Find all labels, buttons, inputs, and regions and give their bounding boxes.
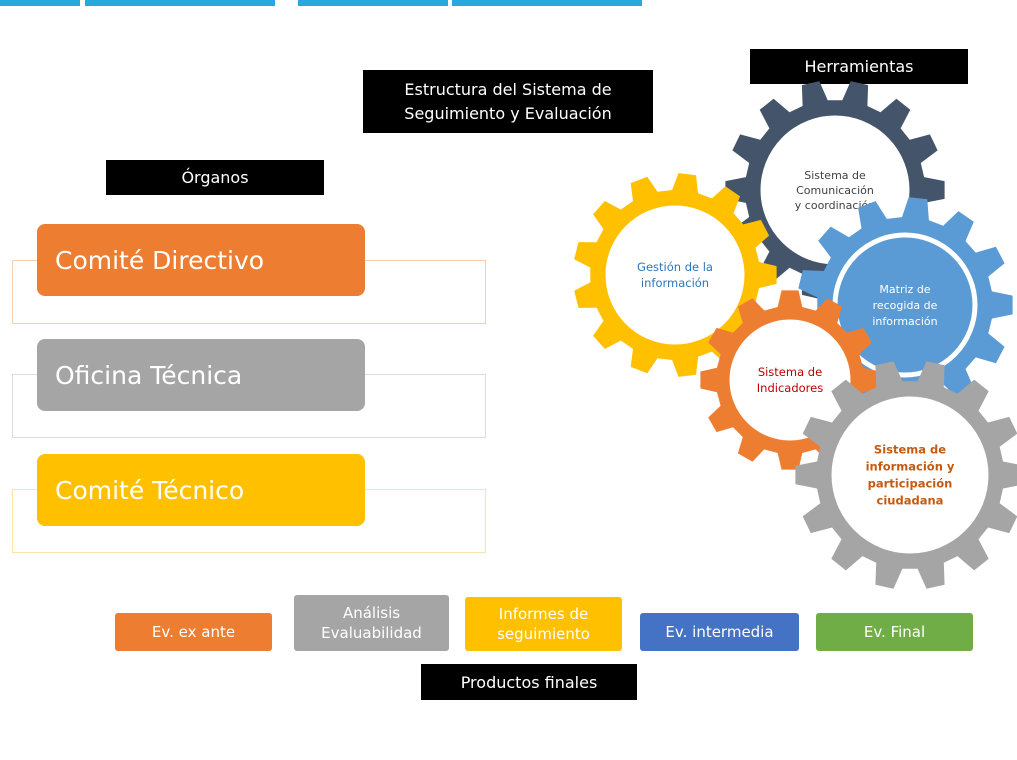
gear-label-line: Gestión de la [637, 260, 713, 274]
gear-label-line: participación [868, 477, 953, 491]
producto-label-line-2: seguimiento [497, 625, 590, 643]
organo-oficina-tecnica: Oficina Técnica [37, 339, 365, 411]
producto-label: Ev. ex ante [151, 622, 236, 641]
organo-label: Oficina Técnica [55, 360, 243, 390]
gear-participacion: Sistema de información y participación ciud… [795, 361, 1017, 589]
gear-center-fill [841, 241, 969, 369]
gear-label-line: ciudadana [877, 494, 944, 508]
gear-label-line: Sistema de [804, 169, 866, 182]
producto-label: Ev. Final [863, 622, 926, 641]
organo-comite-tecnico: Comité Técnico [37, 454, 365, 526]
organo-label: Comité Directivo [55, 245, 265, 275]
organos-heading-text: Órganos [181, 168, 249, 187]
diagram-title: Estructura del Sistema de Seguimiento y … [363, 70, 653, 133]
top-link-underline [298, 0, 448, 6]
producto-ev-intermedia: Ev. intermedia [640, 613, 799, 651]
gear-label-line: Indicadores [757, 381, 823, 395]
organo-comite-directivo: Comité Directivo [37, 224, 365, 296]
productos-heading: Productos finales [421, 664, 637, 700]
gear-center [831, 396, 989, 554]
gear-gestion: Gestión de la información [574, 173, 777, 377]
producto-ev-ex-ante: Ev. ex ante [115, 613, 272, 651]
gear-matriz: Matriz de recogida de información [798, 197, 1013, 413]
top-link-underline [85, 0, 275, 6]
productos-heading-text: Productos finales [460, 672, 598, 692]
title-line-1: Estructura del Sistema de [404, 80, 612, 100]
gear-center [605, 205, 745, 345]
top-link-underline [0, 0, 80, 6]
gear-label-line: información [872, 315, 937, 328]
top-link-underline [452, 0, 642, 6]
gear-label-line: información y [866, 460, 955, 474]
producto-label-line-2: Evaluabilidad [321, 624, 422, 642]
producto-analisis-evaluabilidad: Análisis Evaluabilidad [294, 595, 449, 651]
gear-center [729, 319, 851, 441]
producto-informes-seguimiento: Informes de seguimiento [465, 597, 622, 651]
gear-label-line: Sistema de [758, 365, 822, 379]
gear-label-line: información [641, 276, 709, 290]
gear-label-line: Matriz de [879, 283, 930, 296]
producto-label-line-1: Análisis [342, 603, 401, 622]
organos-heading: Órganos [106, 160, 324, 195]
producto-label-line-1: Informes de [498, 604, 589, 623]
title-line-2: Seguimiento y Evaluación [404, 103, 612, 123]
producto-ev-final: Ev. Final [816, 613, 973, 651]
herramientas-heading: Herramientas [750, 49, 968, 84]
gear-label-line: y coordinación [795, 199, 875, 212]
gear-label-line: recogida de [873, 299, 938, 312]
producto-label: Ev. intermedia [665, 622, 774, 641]
gear-label-line: Comunicación [796, 184, 874, 197]
gear-label-line: Sistema de [874, 443, 946, 457]
organo-label: Comité Técnico [55, 475, 245, 505]
herramientas-heading-text: Herramientas [804, 57, 914, 76]
